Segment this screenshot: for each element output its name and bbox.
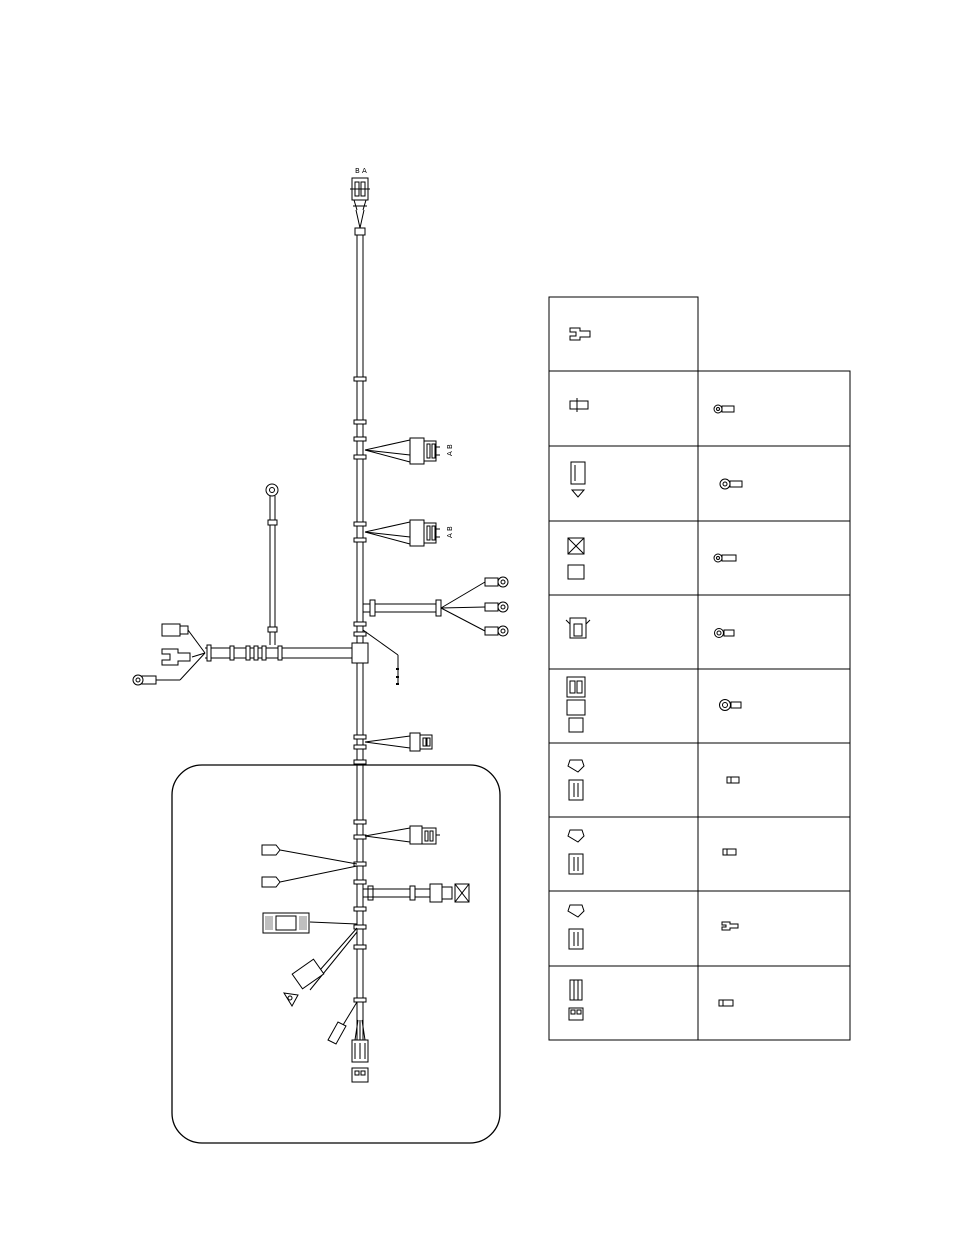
pin-terminal-icon-3 <box>719 1000 733 1006</box>
detail-frame <box>172 765 500 1143</box>
ring-terminal-branch <box>363 577 508 636</box>
pin-terminal-icon-2 <box>723 849 736 855</box>
ring-terminal-icon-5 <box>720 700 742 711</box>
main-trunk <box>354 228 366 1050</box>
ring-terminal-icon-2 <box>720 479 742 489</box>
relay-socket-icon <box>571 462 585 497</box>
branch-connector-1-label: A B <box>446 444 454 456</box>
butt-splice-icon <box>570 398 588 412</box>
weatherpack-connector-icon-2 <box>568 830 584 874</box>
branch-connector-2-label: A B <box>446 526 454 538</box>
relay-assembly <box>284 928 357 1006</box>
flag-terminals <box>262 845 357 887</box>
branch-connector-1: A B <box>365 438 454 464</box>
branch-connector-4 <box>365 826 440 844</box>
sensor-branch <box>363 884 469 902</box>
weatherpack-connector-icon-3 <box>568 905 584 949</box>
connector-pair-icon <box>567 677 585 732</box>
ring-terminal-icon-1 <box>714 405 734 413</box>
component-table <box>549 297 850 1040</box>
left-branch <box>133 484 368 685</box>
ring-terminal-icon-4 <box>715 629 735 638</box>
branch-connector-3 <box>365 733 432 751</box>
spade-terminal-icon-small <box>722 922 738 930</box>
bottom-connector <box>328 1002 368 1082</box>
ring-terminal-icon-3 <box>714 554 736 562</box>
fuse-holder <box>263 913 357 933</box>
branch-connector-2: A B <box>365 520 454 546</box>
two-pin-connector-icon <box>566 618 590 638</box>
pin-terminal-icon-1 <box>727 777 739 783</box>
top-connector-label: B A <box>355 167 367 175</box>
top-connector: B A <box>350 167 370 228</box>
spade-terminal-icon <box>570 328 590 340</box>
harness-drawing: B A <box>133 167 508 1143</box>
weatherpack-connector-icon-1 <box>568 760 584 800</box>
multi-pin-connector-icon <box>569 980 583 1020</box>
sensor-connector-icon <box>568 538 584 579</box>
